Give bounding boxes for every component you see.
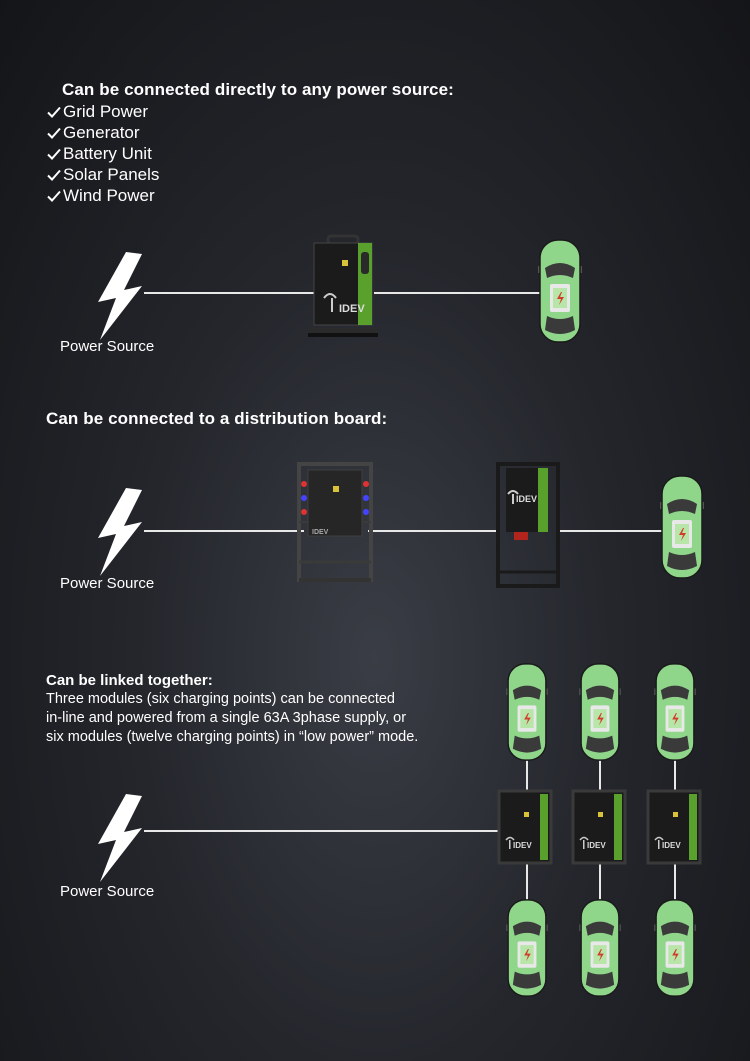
description-line: in-line and powered from a single 63A 3p… <box>46 710 407 726</box>
description-line: Three modules (six charging points) can … <box>46 691 395 707</box>
svg-text:IDEV: IDEV <box>516 494 537 504</box>
connection-wire <box>374 292 544 294</box>
description-line: six modules (twelve charging points) in … <box>46 729 419 745</box>
connection-wire <box>556 530 662 532</box>
lightning-bolt-icon <box>98 252 142 340</box>
section3-description: Three modules (six charging points) can … <box>46 690 418 747</box>
charger-unit: IDEV <box>308 234 378 337</box>
connection-wire <box>674 862 676 902</box>
electric-car <box>654 899 696 997</box>
power-source-label: Power Source <box>60 883 155 900</box>
electric-car <box>660 475 704 579</box>
caged-charger-unit: IDEV <box>496 462 560 588</box>
checkmark-icon <box>47 127 61 139</box>
electric-car <box>579 663 621 761</box>
lightning-bolt-icon <box>98 794 142 882</box>
section3-heading: Can be linked together: <box>46 672 213 689</box>
checkmark-icon <box>47 106 61 118</box>
list-item-label: Grid Power <box>63 102 149 121</box>
connection-wire <box>526 862 528 902</box>
checkmark-icon <box>47 190 61 202</box>
power-source-label: Power Source <box>60 575 155 592</box>
list-item-label: Solar Panels <box>63 165 160 184</box>
list-item: Generator <box>46 122 159 143</box>
connection-wire <box>144 530 304 532</box>
list-item: Grid Power <box>46 101 159 122</box>
power-source-list: Grid Power Generator Battery Unit Solar … <box>46 101 159 206</box>
list-item-label: Wind Power <box>63 186 155 205</box>
section1-heading: Can be connected directly to any power s… <box>62 80 454 99</box>
svg-text:IDEV: IDEV <box>339 303 365 315</box>
connection-wire <box>599 752 601 792</box>
electric-car <box>506 663 548 761</box>
checkmark-icon <box>47 169 61 181</box>
connection-wire <box>144 292 316 294</box>
svg-text:IDEV: IDEV <box>662 841 681 850</box>
connection-wire <box>368 530 500 532</box>
svg-text:IDEV: IDEV <box>312 529 329 536</box>
lightning-bolt-icon <box>98 488 142 576</box>
power-source-label: Power Source <box>60 338 155 355</box>
connection-wire <box>526 752 528 792</box>
electric-car <box>506 899 548 997</box>
svg-text:IDEV: IDEV <box>513 841 532 850</box>
checkmark-icon <box>47 148 61 160</box>
list-item: Battery Unit <box>46 143 159 164</box>
connection-wire <box>674 752 676 792</box>
list-item-label: Battery Unit <box>63 144 152 163</box>
distribution-board: IDEV <box>297 462 373 582</box>
list-item: Wind Power <box>46 185 159 206</box>
connection-wire <box>144 830 500 832</box>
connection-wire <box>599 862 601 902</box>
list-item-label: Generator <box>63 123 140 142</box>
section2-heading: Can be connected to a distribution board… <box>46 409 388 428</box>
electric-car <box>654 663 696 761</box>
charger-module: IDEV <box>571 789 627 865</box>
svg-text:IDEV: IDEV <box>587 841 606 850</box>
electric-car <box>579 899 621 997</box>
charger-module: IDEV <box>497 789 553 865</box>
list-item: Solar Panels <box>46 164 159 185</box>
charger-module: IDEV <box>646 789 702 865</box>
electric-car <box>538 239 582 343</box>
